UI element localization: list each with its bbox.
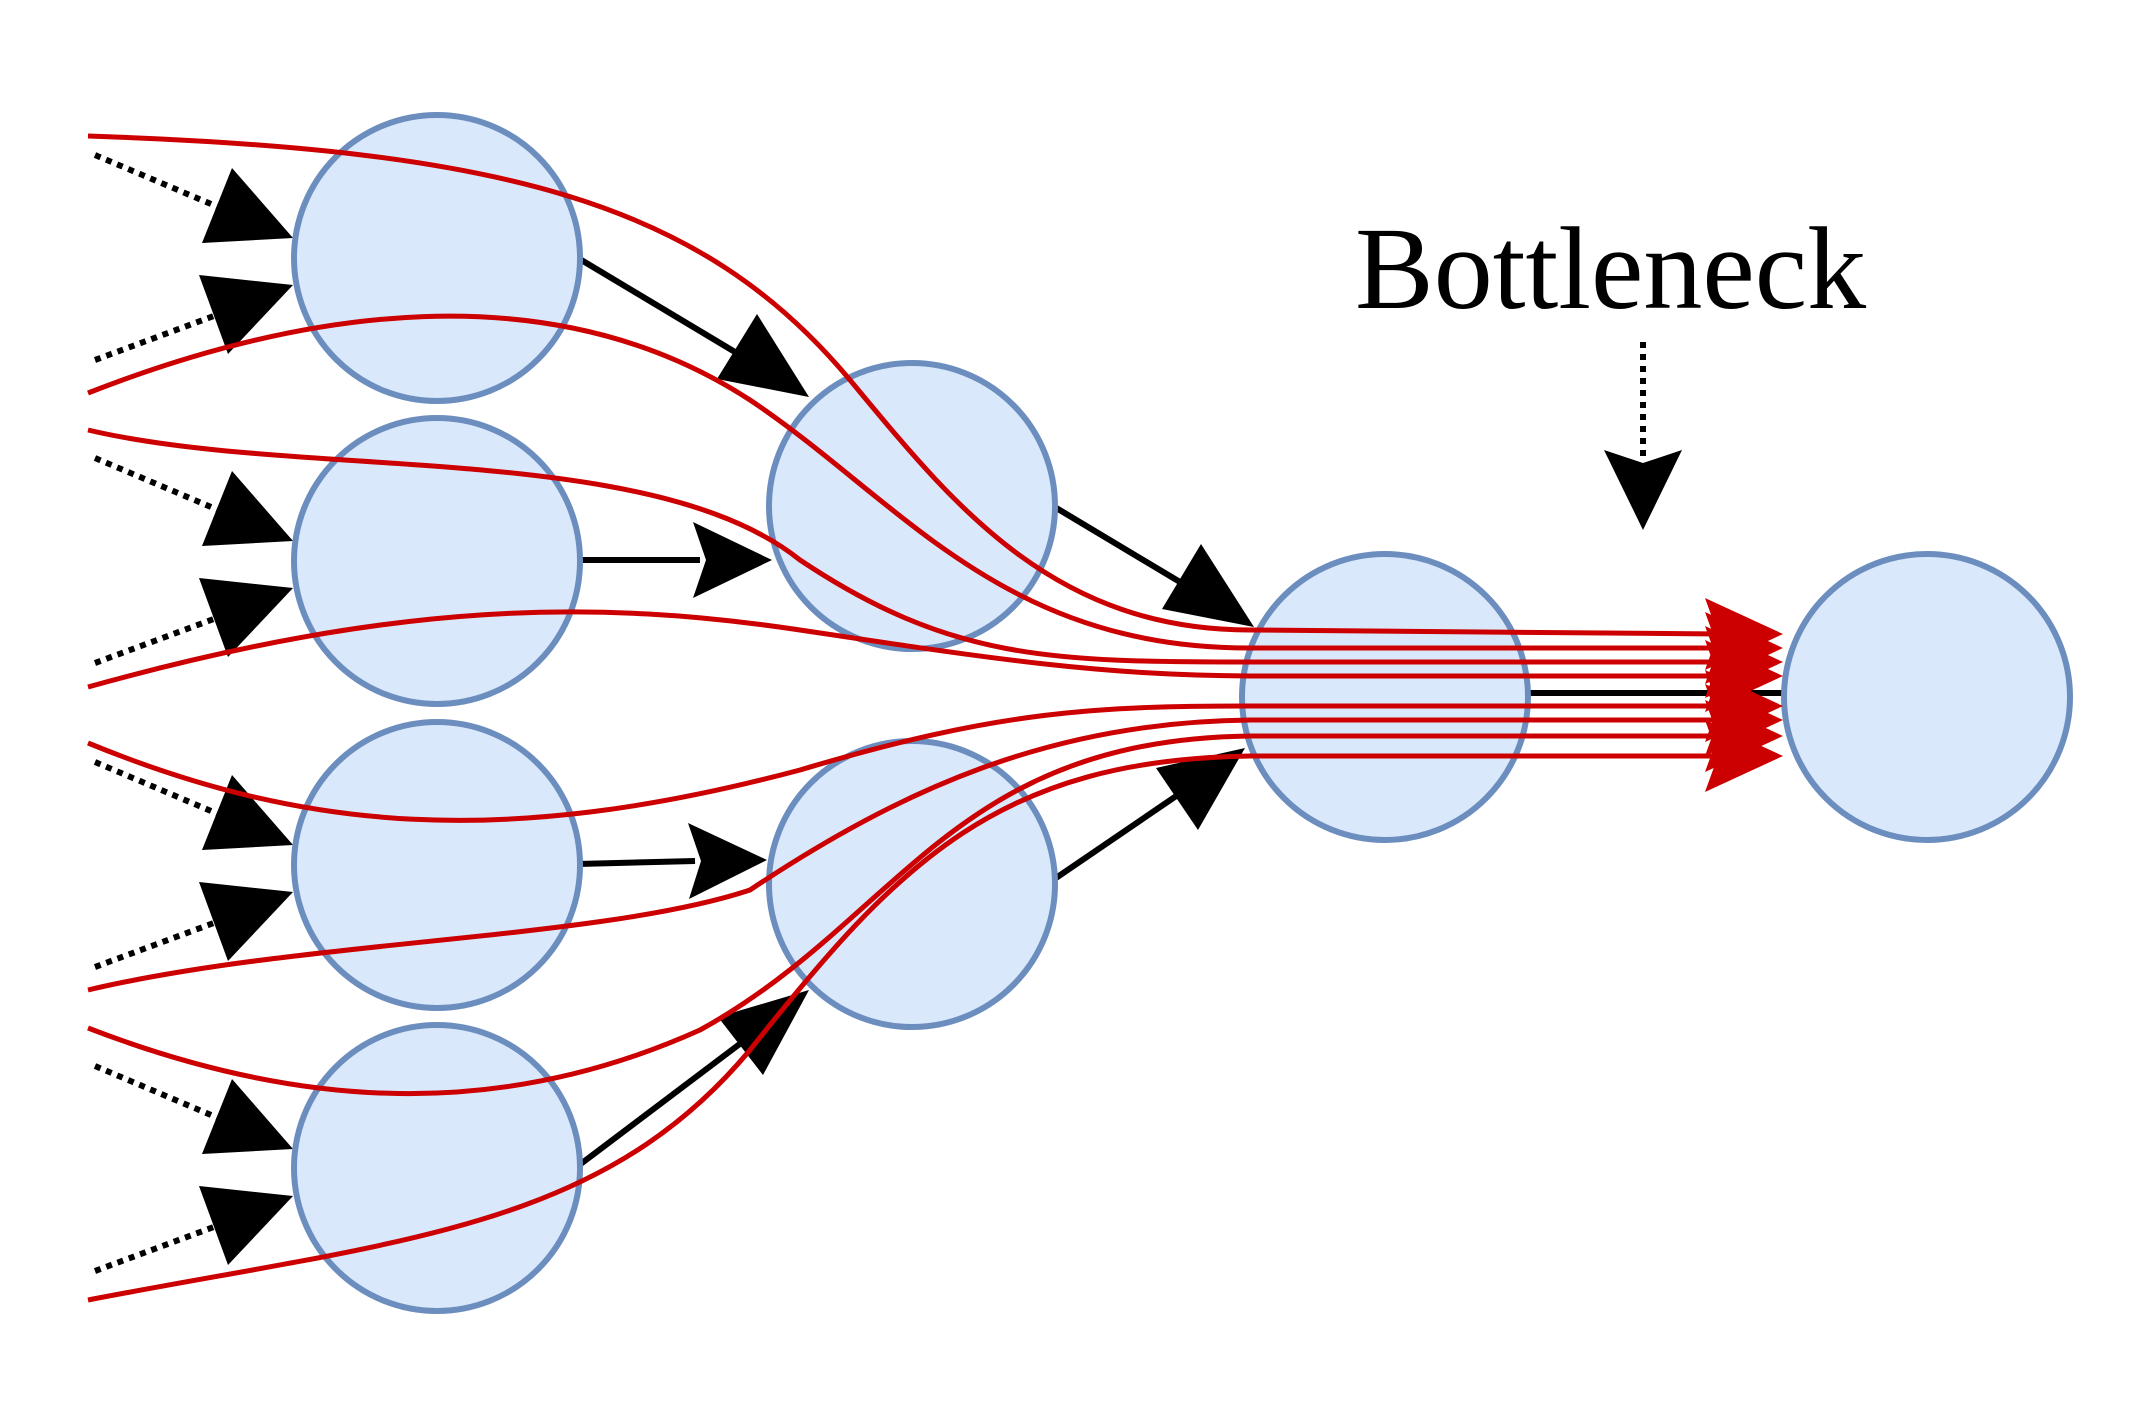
red-path [87,427,1720,665]
input-node-4 [291,1022,583,1314]
dotted-edge [93,914,232,970]
bottleneck-label: Bottleneck [1355,203,1866,334]
arrowhead [199,1186,293,1265]
dotted-edge [93,152,232,215]
nodes [291,112,2073,1314]
red-path [87,133,1721,637]
input-node-1 [291,112,583,404]
arrowhead [1162,544,1254,627]
red-arrowheads [1705,598,1783,792]
edge-hidden2-merge [1051,787,1187,883]
input-node-2 [291,415,583,707]
arrowhead [202,1079,293,1154]
hidden-node-2 [766,738,1058,1030]
network-edges [576,255,1790,1169]
arrowhead [202,168,293,243]
arrowhead [1156,748,1245,830]
red-paths [87,133,1721,1303]
red-path [87,733,1720,1096]
red-arrowhead [1705,720,1783,792]
red-path [87,753,1720,1303]
dotted-edge [93,1218,232,1274]
arrowhead [202,471,293,546]
edge-input1-hidden1 [576,255,747,361]
red-path [87,717,1720,993]
hidden-node-1 [766,360,1058,652]
merge-node [1239,551,1531,843]
arrowhead [199,882,293,961]
edge-input4-hidden2 [576,1037,747,1169]
red-path [87,609,1720,690]
dotted-edge [93,455,232,518]
arrowhead [199,578,293,657]
bottleneck-annotation: Bottleneck [1355,203,1866,530]
incoming-dotted-edges [93,152,293,1274]
edge-input3-hidden2 [577,858,696,867]
bottleneck-pointer-arrowhead [1604,450,1682,530]
dotted-edge [93,759,232,822]
red-path [87,313,1720,651]
arrowhead [199,275,293,354]
output-node [1781,551,2073,843]
arrowhead [717,314,809,397]
input-node-3 [291,719,583,1011]
edge-hidden1-merge [1051,503,1192,591]
arrowhead [693,522,772,598]
red-path [87,703,1720,823]
arrowhead [202,775,293,850]
dotted-edge [93,1063,232,1126]
arrowhead [688,823,767,899]
